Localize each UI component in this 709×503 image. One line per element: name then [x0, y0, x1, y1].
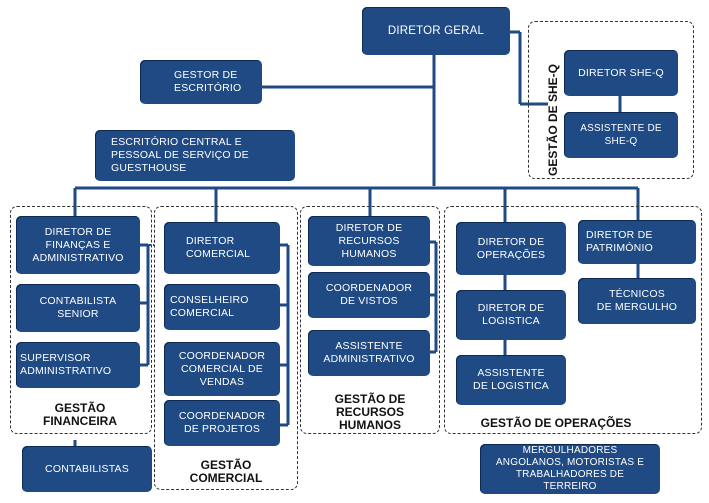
node-diretor-financas: DIRETOR DE FINANÇAS E ADMINISTRATIVO — [16, 216, 140, 274]
label-gestao-financeira: GESTÃO FINANCEIRA — [43, 401, 117, 428]
label-gestao-comercial: GESTÃO COMERCIAL — [189, 458, 263, 485]
node-conselheiro-comercial: CONSELHEIRO COMERCIAL — [164, 284, 280, 330]
node-assistente-administrativo: ASSISTENTE ADMINISTRATIVO — [308, 330, 430, 376]
node-mergulhadores: MERGULHADORES ANGOLANOS, MOTORISTAS E TR… — [480, 444, 660, 494]
node-coordenador-projetos: COORDENADOR DE PROJETOS — [164, 400, 280, 446]
group-comercial — [154, 206, 298, 490]
group-operacoes — [444, 206, 702, 434]
node-coordenador-vistos: COORDENADOR DE VISTOS — [308, 272, 430, 318]
node-contabilistas: CONTABILISTAS — [22, 446, 152, 492]
node-contabilista-senior: CONTABILISTA SENIOR — [16, 284, 140, 332]
label-gestao-recursos-humanos: GESTÃO DE RECURSOS HUMANOS — [334, 392, 406, 432]
node-coordenador-comercial-vendas: COORDENADOR COMERCIAL DE VENDAS — [164, 342, 280, 396]
node-diretor-she-q: DIRETOR SHE-Q — [564, 50, 678, 96]
node-supervisor-administrativo: SUPERVISOR ADMINISTRATIVO — [16, 342, 140, 388]
group-she-q — [528, 21, 694, 179]
node-diretor-logistica: DIRETOR DE LOGISTICA — [456, 290, 566, 340]
label-gestao-she-q: GESTÃO DE SHE-Q — [546, 63, 560, 176]
group-recursos-humanos — [300, 206, 440, 434]
node-diretor-operacoes: DIRETOR DE OPERAÇÕES — [456, 222, 566, 275]
group-financeira — [10, 206, 152, 434]
node-diretor-geral: DIRETOR GERAL — [362, 7, 510, 55]
node-assistente-she-q: ASSISTENTE DE SHE-Q — [564, 112, 678, 158]
node-tecnicos-mergulho: TÉCNICOS DE MERGULHO — [578, 278, 696, 324]
node-diretor-recursos-humanos: DIRETOR DE RECURSOS HUMANOS — [308, 216, 430, 266]
node-diretor-comercial: DIRETOR COMERCIAL — [164, 222, 280, 274]
node-diretor-patrimonio: DIRETOR DE PATRIMÓNIO — [578, 220, 696, 264]
node-gestor-escritorio: GESTOR DE ESCRITÓRIO — [140, 60, 262, 104]
node-assistente-logistica: ASSISTENTE DE LOGISTICA — [456, 355, 566, 405]
label-gestao-operacoes: GESTÃO DE OPERAÇÕES — [480, 416, 632, 430]
node-escritorio-central: ESCRITÓRIO CENTRAL E PESSOAL DE SERVIÇO … — [95, 130, 295, 181]
